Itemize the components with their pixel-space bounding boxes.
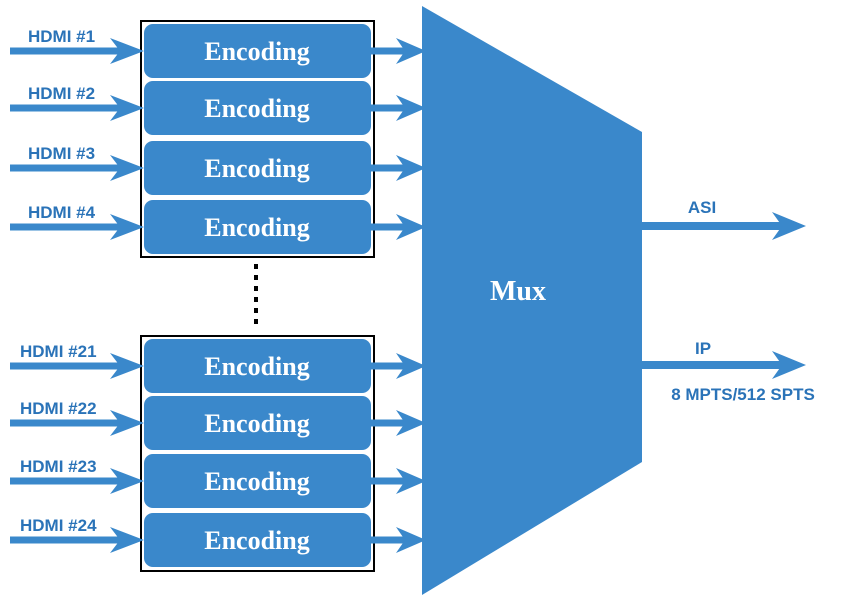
input-label: HDMI #24 [20,516,97,535]
encoder-box [144,513,371,567]
input-arrowhead [110,95,144,121]
encoder-output-arrowhead [396,527,426,553]
encoder-box [144,24,371,78]
encoder-box [144,81,371,135]
mux-block [422,6,642,595]
input-label: HDMI #3 [28,144,95,163]
output-asi-label: ASI [688,198,716,217]
encoder-output-arrowhead [396,155,426,181]
encoder-output-arrowhead [396,38,426,64]
encoder-output-arrowhead [396,353,426,379]
input-label: HDMI #23 [20,457,97,476]
encoder-label: Encoding [204,409,310,438]
encoder-box [144,200,371,254]
input-label: HDMI #21 [20,342,97,361]
encoder-label: Encoding [204,526,310,555]
output-ip-label: IP [695,339,711,358]
encoder-label: Encoding [204,94,310,123]
encoder-box [144,339,371,393]
encoder-group-box-top [140,20,375,258]
input-label: HDMI #2 [28,84,95,103]
output-ip-arrowhead [772,351,806,379]
input-arrowhead [110,38,144,64]
input-arrowhead [110,353,144,379]
encoder-label: Encoding [204,352,310,381]
input-arrowhead [110,410,144,436]
input-label: HDMI #1 [28,27,95,46]
output-ip: IP 8 MPTS/512 SPTS [642,339,815,404]
encoder-group-box-bottom [140,335,375,572]
encoder-box [144,141,371,195]
encoder-label: Encoding [204,467,310,496]
output-ip-sublabel: 8 MPTS/512 SPTS [671,385,815,404]
input-label: HDMI #22 [20,399,97,418]
encoder-output-arrowhead [396,214,426,240]
input-arrowhead [110,214,144,240]
input-arrowhead [110,155,144,181]
input-arrowhead [110,468,144,494]
encoder-box [144,454,371,508]
encoder-label: Encoding [204,154,310,183]
input-label: HDMI #4 [28,203,96,222]
encoder-output-arrowhead [396,410,426,436]
encoder-output-arrowhead [396,95,426,121]
mux-label: Mux [490,276,546,307]
encoder-label: Encoding [204,213,310,242]
output-asi: ASI [642,198,806,240]
encoder-label: Encoding [204,37,310,66]
encoder-output-arrowhead [396,468,426,494]
input-arrowhead [110,527,144,553]
output-asi-arrowhead [772,212,806,240]
encoder-box [144,396,371,450]
